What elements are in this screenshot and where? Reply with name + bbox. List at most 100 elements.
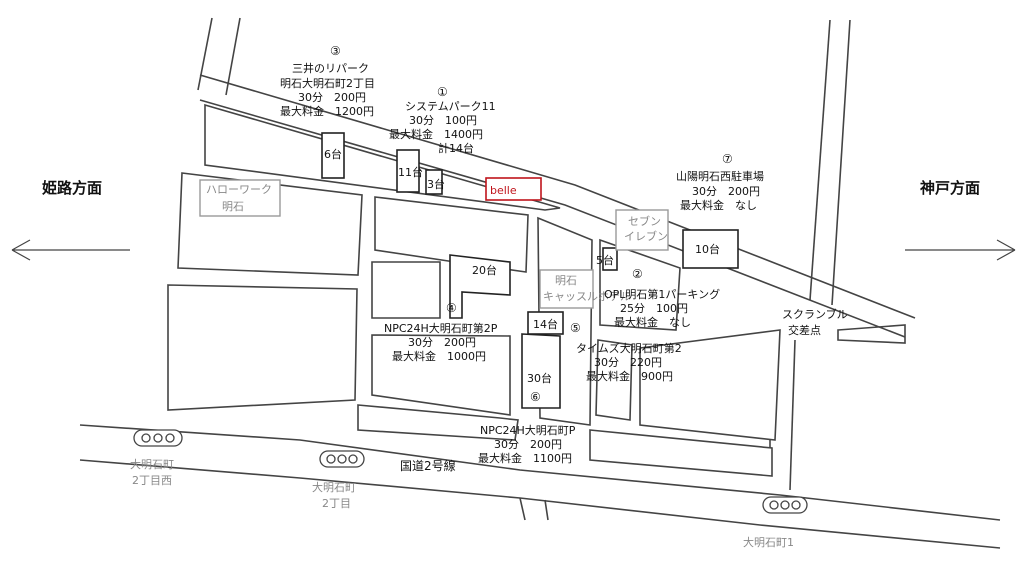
scramble-label-2: 交差点: [788, 323, 821, 337]
buildings: [199, 177, 669, 309]
seven-label-1: セブン: [628, 214, 661, 228]
block-east-c: [639, 329, 781, 441]
route-2-side-road-edge: [544, 499, 549, 521]
space-count: 14台: [533, 317, 558, 331]
lot-6-spaces: [321, 132, 345, 179]
parking-rate: 30分 220円: [594, 356, 662, 369]
parking-max: 最大料金 900円: [586, 369, 673, 383]
parking-total: 計14台: [438, 141, 474, 155]
parking-info-5: ⑤ タイムズ大明石町第2 30分 220円 最大料金 900円: [570, 321, 682, 383]
route-2-north-edge: [79, 424, 1001, 521]
castle-label-1: 明石: [555, 274, 577, 287]
lot-3-spaces: [425, 169, 443, 195]
scramble-label-1: スクランブル: [782, 307, 848, 321]
parking-number: ①: [437, 85, 448, 99]
parking-name: NPC24H大明石町P: [480, 423, 576, 437]
space-count: 6台: [324, 147, 342, 161]
space-count: 3台: [427, 177, 445, 191]
parking-info-4: ④ NPC24H大明石町第2P 30分 200円 最大料金 1000円: [384, 301, 498, 363]
parking-max: 最大料金 1400円: [389, 127, 483, 141]
lot-20-spaces: [449, 254, 511, 319]
parking-rate: 25分 100円: [620, 302, 688, 315]
lot-14-spaces: [527, 311, 564, 335]
parking-name: タイムズ大明石町第2: [576, 341, 682, 355]
parking-info-7: ⑦ 山陽明石西駐車場 30分 200円 最大料金 なし: [676, 152, 764, 212]
parking-rate: 30分 100円: [409, 114, 477, 127]
space-count: 11台: [398, 165, 423, 179]
parking-rate: 30分 200円: [408, 336, 476, 349]
road-north-left-edge: [225, 17, 241, 96]
direction-arrows: [11, 239, 1016, 261]
parking-rate: 30分 200円: [298, 91, 366, 104]
parking-lots: [321, 132, 739, 409]
parking-max: 最大料金 1100円: [478, 451, 572, 465]
traffic-signals: [133, 429, 808, 514]
space-count: 20台: [472, 263, 497, 277]
space-count: 5台: [596, 253, 614, 267]
castle-label-2: キャッスルホテル: [543, 290, 631, 303]
road-north-right-edge: [831, 19, 851, 306]
parking-name: 山陽明石西駐車場: [676, 169, 764, 183]
main-diagonal-road: [199, 74, 916, 319]
parking-name: システムパーク11: [405, 100, 496, 113]
belle-building: [485, 177, 542, 201]
intersection-label: 2丁目: [322, 497, 351, 510]
intersection-label: 大明石町: [312, 480, 356, 494]
lot-5-spaces: [602, 247, 618, 271]
block-south-east: [589, 429, 773, 477]
parking-name: NPC24H大明石町第2P: [384, 321, 498, 335]
parking-max: 最大料金 なし: [614, 315, 691, 329]
scramble-stripe: [837, 324, 906, 344]
parking-number: ⑦: [722, 152, 733, 166]
block-center-a: [371, 261, 441, 319]
seven-eleven-building: [615, 209, 669, 251]
parking-info-2: ② OPL明石第1パーキング 25分 100円 最大料金 なし: [604, 267, 720, 329]
road-south-right-edge: [789, 339, 796, 491]
parking-number: ②: [632, 267, 643, 281]
hellowork-label-1: ハローワーク: [206, 183, 272, 196]
intersection-label: 2丁目西: [132, 474, 172, 487]
lot-10-spaces: [682, 229, 739, 269]
parking-number: ③: [330, 44, 341, 58]
parking-max: 最大料金 1200円: [280, 104, 374, 118]
direction-east: 神戸方面: [920, 179, 980, 197]
parking-info-6: ⑥ NPC24H大明石町P 30分 200円 最大料金 1100円: [478, 390, 576, 465]
block-east-b: [595, 339, 633, 421]
parking-name: 三井のリパーク: [292, 61, 369, 75]
parking-address: 明石大明石町2丁目: [280, 76, 375, 90]
seven-label-2: イレブン: [624, 229, 668, 243]
direction-west: 姫路方面: [42, 179, 102, 197]
route-2-side-road: [519, 497, 526, 521]
hellowork-building: [199, 179, 281, 217]
intersection-label: 大明石町1: [743, 535, 794, 549]
space-count: 10台: [695, 242, 720, 256]
block-center-b: [371, 334, 511, 416]
block-east-a: [599, 238, 681, 331]
parking-rate: 30分 200円: [692, 185, 760, 198]
parking-max: 最大料金 なし: [680, 198, 757, 212]
arrow-right-icon: [905, 239, 1016, 261]
castle-hotel-building: [539, 269, 594, 309]
parking-info-3: ③ 三井のリパーク 明石大明石町2丁目 30分 200円 最大料金 1200円: [280, 44, 375, 118]
parking-number: ⑥: [530, 390, 541, 404]
space-count: 30台: [527, 371, 552, 385]
parking-rate: 30分 200円: [494, 438, 562, 451]
road-north-left: [197, 17, 213, 91]
parking-max: 最大料金 1000円: [392, 349, 486, 363]
parking-info-1: ① システムパーク11 30分 100円 最大料金 1400円 計14台: [389, 85, 496, 155]
parking-number: ⑤: [570, 321, 581, 335]
hellowork-label-2: 明石: [222, 200, 244, 213]
road-north-right: [809, 19, 831, 301]
parking-number: ④: [446, 301, 457, 315]
lot-11-spaces: [396, 149, 420, 193]
block-south-mid: [357, 404, 519, 441]
belle-label: belle: [490, 184, 517, 197]
route-2-label: 国道2号線: [400, 458, 456, 473]
city-blocks: [167, 103, 781, 477]
parking-name: OPL明石第1パーキング: [604, 287, 720, 301]
intersection-label: 大明石町: [130, 457, 174, 471]
lot-30-spaces: [521, 333, 561, 409]
block-southwest: [167, 284, 358, 411]
arrow-left-icon: [11, 239, 130, 261]
